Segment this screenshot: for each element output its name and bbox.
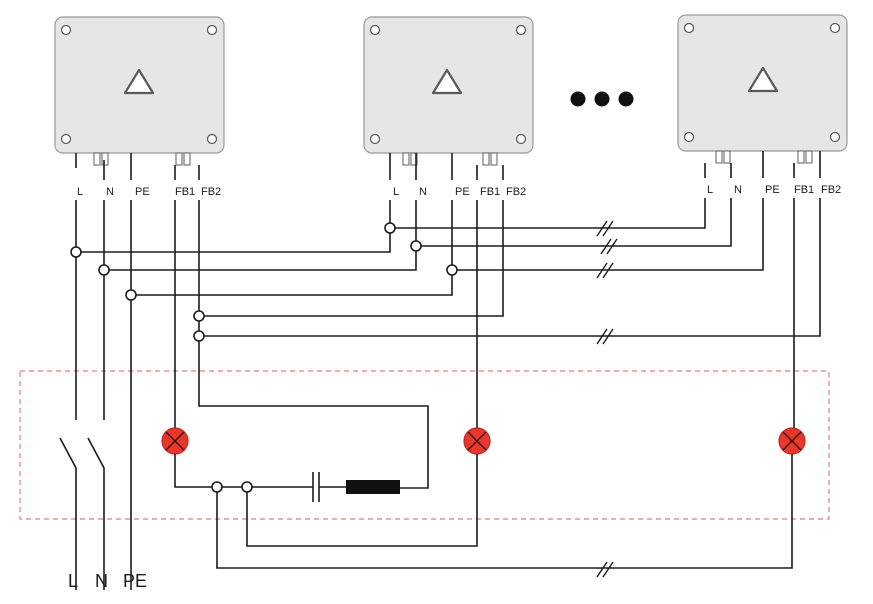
device-3-terminal-pe: PE — [765, 184, 780, 196]
junction-fb2-a — [193, 310, 205, 322]
device-2-screw-hole — [515, 133, 527, 145]
line-break-markers — [596, 220, 618, 578]
device-1-port — [101, 152, 109, 166]
device-2-port — [402, 152, 410, 166]
lamp-3-return-wire — [216, 454, 793, 569]
device-3-fb2-wire — [199, 151, 821, 337]
junction-l — [70, 246, 82, 258]
lamp-1-return-wire — [174, 454, 313, 488]
indicator-lamp-icon — [778, 427, 806, 455]
device-3-screw-hole — [829, 22, 841, 34]
break-marker — [600, 238, 618, 255]
junction-l-device-2 — [384, 222, 396, 234]
device-1-screw-hole — [60, 24, 72, 36]
device-3-terminal-fb2: FB2 — [821, 184, 841, 196]
junction-pe-device-2 — [446, 264, 458, 276]
device-1-terminal-pe: PE — [135, 186, 150, 198]
device-3: L N PE FB1 FB2 — [677, 14, 848, 196]
device-3-port — [723, 150, 731, 164]
device-1-terminal-n: N — [106, 186, 114, 198]
device-3-l-wire — [390, 163, 706, 229]
control-zone-outline — [19, 370, 830, 520]
device-3-port — [805, 150, 813, 164]
device-1-screw-hole — [206, 133, 218, 145]
contact-icon — [312, 472, 320, 502]
ellipsis-dots-icon — [570, 91, 634, 107]
device-2-terminal-pe: PE — [455, 186, 470, 198]
break-marker — [596, 262, 614, 279]
device-2-fb2-wire — [199, 165, 504, 317]
lamp-2-cross — [467, 431, 487, 451]
device-3-wires — [199, 151, 821, 429]
device-2-pe-wire — [131, 153, 453, 296]
supply-label-n: N — [95, 571, 108, 591]
lamp-return-wires — [174, 454, 793, 569]
device-3-pe-wire — [452, 151, 764, 271]
device-1-port — [183, 152, 191, 166]
device-2-terminal-fb2: FB2 — [506, 186, 526, 198]
device-1-port — [175, 152, 183, 166]
device-1-terminal-fb2: FB2 — [201, 186, 221, 198]
device-3-screw-hole — [683, 22, 695, 34]
device-2-terminal-l: L — [393, 186, 399, 198]
device-3-port — [797, 150, 805, 164]
device-2-screw-hole — [515, 24, 527, 36]
device-3-port — [715, 150, 723, 164]
device-2-l-wire — [76, 153, 391, 253]
lamp-2-return-wire — [246, 454, 478, 547]
device-2-screw-hole — [369, 24, 381, 36]
device-1-terminal-l: L — [77, 186, 83, 198]
junction-bottom-a — [211, 481, 223, 493]
device-2-port — [410, 152, 418, 166]
device-3-screw-hole — [683, 131, 695, 143]
device-1-screw-hole — [206, 24, 218, 36]
device-2-screw-hole — [369, 133, 381, 145]
junction-nodes — [70, 222, 458, 342]
device-3-terminal-l: L — [707, 184, 713, 196]
device-1-screw-hole — [60, 133, 72, 145]
device-1-fb2-wire — [198, 165, 429, 489]
double-pole-switch-icon — [59, 437, 132, 590]
device-2-port — [490, 152, 498, 166]
device-3-n-wire — [416, 163, 732, 247]
device-2-terminal-n: N — [419, 186, 427, 198]
junction-fb2-b — [193, 330, 205, 342]
device-3-terminal-n: N — [734, 184, 742, 196]
warning-triangle-icon — [431, 68, 463, 95]
supply-label-l: L — [68, 571, 78, 591]
switch-pole-l — [59, 437, 77, 590]
device-2: L N PE FB1 FB2 — [363, 16, 534, 198]
switch-pole-n — [87, 437, 105, 590]
device-3-screw-hole — [829, 131, 841, 143]
ellipsis-dot — [618, 91, 634, 107]
device-1: L N PE FB1 FB2 — [54, 16, 225, 198]
ellipsis-dot — [594, 91, 610, 107]
lamp-3-cross — [782, 431, 802, 451]
device-2-port — [482, 152, 490, 166]
warning-triangle-icon — [123, 68, 155, 95]
device-1-port — [93, 152, 101, 166]
ellipsis-dot — [570, 91, 586, 107]
coil-element — [346, 480, 400, 494]
indicator-lamp-icon — [161, 427, 189, 455]
break-marker — [596, 561, 614, 578]
device-2-wires — [76, 153, 504, 429]
break-marker — [596, 220, 614, 237]
indicator-lamp-icon — [463, 427, 491, 455]
supply-label-pe: PE — [123, 571, 147, 591]
junction-pe — [125, 289, 137, 301]
break-marker — [596, 328, 614, 345]
device-2-n-wire — [104, 153, 417, 271]
device-1-terminal-fb1: FB1 — [175, 186, 195, 198]
lamp-1-cross — [165, 431, 185, 451]
device-2-terminal-fb1: FB1 — [480, 186, 500, 198]
junction-n-device-2 — [410, 240, 422, 252]
device-1-wires — [75, 153, 429, 568]
junction-n — [98, 264, 110, 276]
device-3-terminal-fb1: FB1 — [794, 184, 814, 196]
warning-triangle-icon — [747, 66, 779, 93]
junction-bottom-b — [241, 481, 253, 493]
